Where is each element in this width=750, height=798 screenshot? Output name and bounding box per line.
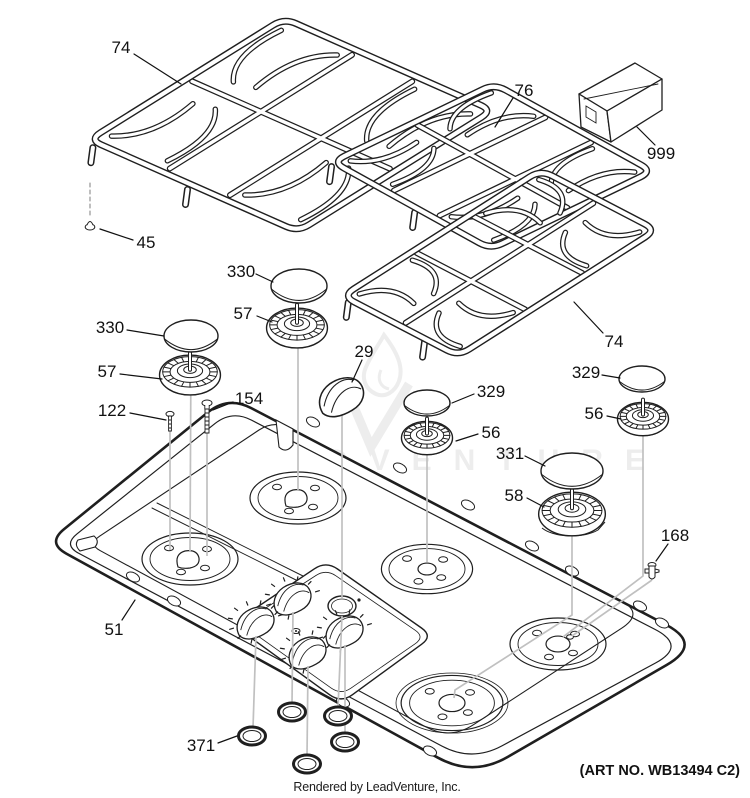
part-label-56: 56 bbox=[482, 423, 501, 442]
seal-rings bbox=[237, 701, 360, 775]
callout-part-74: 74 bbox=[573, 301, 624, 351]
grate-74-left bbox=[87, 17, 491, 233]
burner-cap-330-mid bbox=[270, 268, 328, 304]
callout-part-331: 331 bbox=[496, 444, 546, 467]
assembly-stems bbox=[89, 182, 653, 757]
part-label-329: 329 bbox=[572, 363, 600, 382]
callout-part-168: 168 bbox=[655, 526, 689, 562]
burner-cap-330-left bbox=[163, 319, 219, 353]
art-number: (ART NO. WB13494 C2) bbox=[579, 763, 740, 779]
part-label-58: 58 bbox=[505, 486, 524, 505]
part-label-331: 331 bbox=[496, 444, 524, 463]
burner-cap-329-right bbox=[618, 365, 666, 393]
burner-mount-right-back bbox=[509, 617, 607, 671]
part-label-154: 154 bbox=[235, 389, 263, 408]
part-label-122: 122 bbox=[98, 401, 126, 420]
part-label-57: 57 bbox=[234, 304, 253, 323]
burner-head-56-center bbox=[400, 416, 454, 456]
part-label-51: 51 bbox=[105, 620, 124, 639]
grate-76-center bbox=[326, 83, 651, 250]
callout-part-76: 76 bbox=[494, 81, 534, 128]
part-label-76: 76 bbox=[515, 81, 534, 100]
callout-part-330: 330 bbox=[96, 318, 165, 337]
callout-part-56: 56 bbox=[585, 404, 622, 423]
part-label-74: 74 bbox=[112, 38, 131, 57]
literature-box-999 bbox=[578, 62, 663, 143]
burner-mount-center bbox=[380, 543, 474, 595]
burner-head-56-right bbox=[616, 397, 670, 437]
callout-part-999: 999 bbox=[636, 126, 675, 163]
part-label-330: 330 bbox=[96, 318, 124, 337]
callout-part-58: 58 bbox=[505, 486, 545, 508]
burner-head-57-left bbox=[158, 349, 222, 396]
part-label-168: 168 bbox=[661, 526, 689, 545]
part-label-29: 29 bbox=[355, 342, 374, 361]
callout-part-329: 329 bbox=[451, 382, 505, 404]
part-168-orifice bbox=[644, 562, 660, 580]
burner-head-58-big bbox=[537, 486, 607, 537]
part-label-329: 329 bbox=[477, 382, 505, 401]
burner-cap-329-center bbox=[403, 389, 451, 417]
callout-part-154: 154 bbox=[212, 389, 263, 411]
callout-part-51: 51 bbox=[105, 599, 136, 639]
callout-part-74: 74 bbox=[112, 38, 182, 85]
part-label-999: 999 bbox=[647, 144, 675, 163]
cooktop-panel bbox=[54, 401, 686, 769]
part-label-371: 371 bbox=[187, 736, 215, 755]
callout-part-371: 371 bbox=[187, 735, 238, 755]
part-label-56: 56 bbox=[585, 404, 604, 423]
rendered-by-credit: Rendered by LeadVenture, Inc. bbox=[293, 780, 461, 794]
burner-head-57-mid bbox=[265, 302, 329, 349]
hardware bbox=[84, 221, 660, 580]
callouts: 74 76 999 45 330 57 330 57 122 154 29 329 56 329 56 331… bbox=[96, 38, 689, 755]
part-29-control-knob bbox=[318, 376, 365, 418]
callout-part-330: 330 bbox=[227, 262, 274, 283]
callout-part-56: 56 bbox=[455, 423, 501, 442]
callout-part-122: 122 bbox=[98, 401, 167, 421]
callout-part-45: 45 bbox=[99, 228, 156, 252]
callout-part-29: 29 bbox=[351, 342, 374, 383]
part-label-57: 57 bbox=[98, 362, 117, 381]
part-label-330: 330 bbox=[227, 262, 255, 281]
burner-cap-331 bbox=[540, 452, 604, 490]
burner-mount-front-big bbox=[400, 674, 504, 732]
callout-part-57: 57 bbox=[98, 362, 163, 381]
part-label-74: 74 bbox=[605, 332, 624, 351]
part-label-45: 45 bbox=[137, 233, 156, 252]
callout-part-57: 57 bbox=[234, 304, 273, 323]
grate-74-right bbox=[342, 169, 655, 361]
callout-part-329: 329 bbox=[572, 363, 621, 382]
